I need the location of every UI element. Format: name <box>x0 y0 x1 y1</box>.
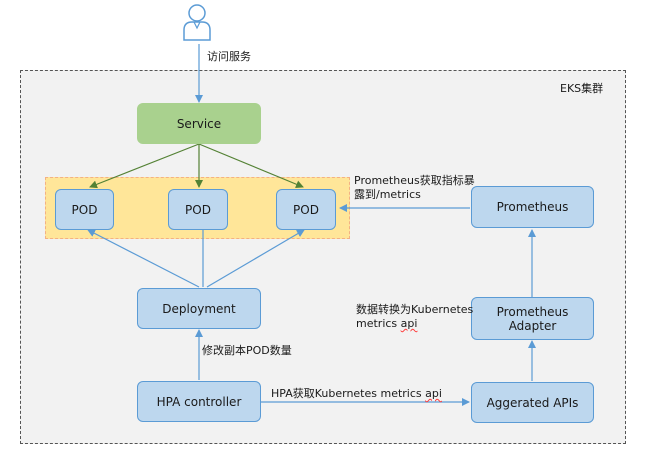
aggregated-apis-node: Aggerated APIs <box>471 382 594 423</box>
prometheus-adapter-node: Prometheus Adapter <box>471 297 594 340</box>
hpa-fetch-api: api <box>425 387 442 400</box>
arrow-service-pod1 <box>89 143 200 189</box>
prometheus-node: Prometheus <box>471 186 594 228</box>
user-icon <box>183 4 211 41</box>
prometheus-scrape-label: Prometheus获取指标暴露到/metrics <box>354 174 475 201</box>
user-access-label: 访问服务 <box>207 50 251 63</box>
arrow-service-pod3 <box>198 143 304 189</box>
hpa-modify-label: 修改副本POD数量 <box>202 344 292 357</box>
hpa-fetch-text: HPA获取Kubernetes metrics <box>271 387 426 400</box>
deployment-node: Deployment <box>137 288 261 329</box>
hpa-controller-node: HPA controller <box>137 381 261 422</box>
arrow-deploy-pod1 <box>87 229 200 288</box>
arrow-deploy-pod3 <box>206 229 305 288</box>
cluster-title: EKS集群 <box>560 82 604 95</box>
adapter-convert-text: 数据转换为Kubernetes metrics <box>356 303 474 330</box>
service-node: Service <box>137 103 261 144</box>
adapter-convert-api: api <box>400 317 418 330</box>
adapter-convert-label: 数据转换为Kubernetes metrics api <box>356 303 474 331</box>
hpa-fetch-label: HPA获取Kubernetes metrics api <box>271 387 442 401</box>
pod-node-3: POD <box>276 189 336 230</box>
pod-node-2: POD <box>168 189 228 230</box>
eks-cluster-boundary <box>20 70 626 444</box>
pod-node-1: POD <box>55 189 114 230</box>
